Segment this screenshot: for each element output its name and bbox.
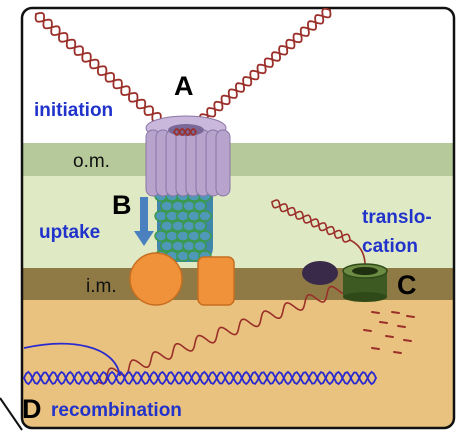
uptake-arrow-icon <box>134 197 154 246</box>
outer-membrane-band <box>22 143 454 176</box>
dark-protein <box>302 261 338 285</box>
chromosomal-dna <box>23 342 377 386</box>
label-outer-membrane: o.m. <box>73 151 110 172</box>
label-b: B <box>112 190 132 220</box>
diagram-frame <box>20 6 456 430</box>
extracellular-space <box>22 8 454 143</box>
corner-line <box>0 397 23 431</box>
secretin-complex <box>145 115 231 197</box>
label-cation: cation <box>362 236 418 257</box>
orange-square-protein <box>197 256 235 306</box>
label-c: C <box>397 270 417 300</box>
label-translo: translo- <box>362 207 432 228</box>
label-uptake: uptake <box>39 222 100 243</box>
degraded-dna-fragments <box>363 311 415 354</box>
orange-circle-protein <box>129 252 183 306</box>
incoming-dna-right-strand <box>184 7 332 137</box>
label-recombination: recombination <box>51 400 182 421</box>
label-a: A <box>174 71 194 101</box>
label-initiation: initiation <box>34 100 113 121</box>
label-d: D <box>22 394 42 424</box>
incoming-ssdna-strand <box>95 277 361 385</box>
periplasm-region <box>22 176 454 268</box>
label-inner-membrane: i.m. <box>86 276 117 297</box>
incoming-dna-left-strand <box>34 11 178 137</box>
translocase-channel <box>342 263 388 302</box>
